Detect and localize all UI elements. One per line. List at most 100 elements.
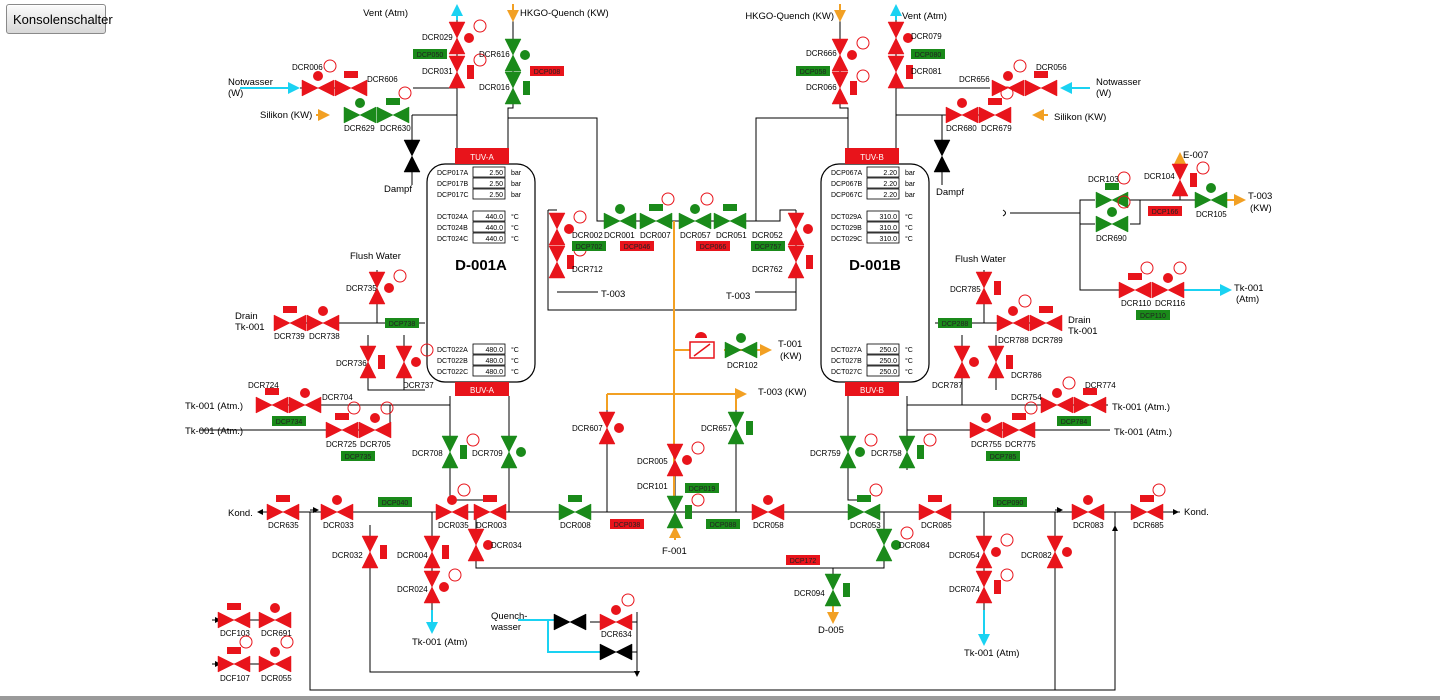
quench-valve-2[interactable] <box>599 643 633 661</box>
valve-dcr629[interactable]: DCR629 <box>343 98 377 133</box>
reading-value-box[interactable] <box>866 188 900 200</box>
valve-dcr004[interactable]: DCR004 <box>397 535 449 569</box>
valve-dcr074[interactable]: DCR074 <box>949 568 1014 604</box>
reading-value-box[interactable] <box>866 232 900 244</box>
valve-dcr736[interactable]: DCR736 <box>336 345 385 379</box>
valve-dcr057[interactable]: DCR057 <box>678 192 714 240</box>
valve-dcr103[interactable]: DCR103 <box>1088 171 1131 209</box>
valve-dcr634[interactable]: DCR634 <box>599 593 635 639</box>
reading-value-box[interactable] <box>472 177 506 189</box>
valve-dcr001[interactable]: DCR001 <box>603 204 637 240</box>
valve-dcr685[interactable]: DCR685 <box>1130 483 1166 530</box>
valve-dcr032[interactable]: DCR032 <box>332 535 387 569</box>
valve-dcr755[interactable]: DCR755 <box>969 413 1003 449</box>
valve-dcr735[interactable]: DCR735 <box>346 269 407 305</box>
reading-value-box[interactable] <box>472 166 506 178</box>
valve-dcr101[interactable]: DCR101 <box>637 482 705 529</box>
valve-dcr081[interactable]: DCR081 <box>887 55 942 89</box>
valve-dcr034[interactable]: DCR034 <box>467 528 522 562</box>
reading-value-box[interactable] <box>866 166 900 178</box>
valve-dcr094[interactable]: DCR094 <box>794 573 850 607</box>
valve-dcr051[interactable]: DCR051 <box>713 204 747 240</box>
valve-dcr052[interactable]: DCR052 <box>752 212 813 246</box>
valve-dcr758[interactable]: DCR758 <box>871 433 937 469</box>
valve-dcr666[interactable]: DCR666 <box>806 36 870 72</box>
valve-dcr789[interactable]: DCR789 <box>1029 306 1063 345</box>
valve-dcr774[interactable]: DCR774 <box>1073 381 1116 414</box>
valve-dcr785[interactable]: DCR785 <box>950 271 1001 305</box>
valve-dcr085[interactable]: DCR085 <box>918 495 952 530</box>
valve-dcr002[interactable]: DCR002 <box>548 210 603 246</box>
valve-dcr759[interactable]: DCR759 <box>810 433 878 469</box>
valve-dcr058[interactable]: DCR058 <box>751 495 785 530</box>
valve-dcr053[interactable]: DCR053 <box>847 483 883 530</box>
valve-dcr006[interactable]: DCR006 <box>292 59 337 97</box>
valve-dcr066[interactable]: DCR066 <box>806 69 870 105</box>
quench-valve-1[interactable] <box>553 613 587 631</box>
console-switch-button[interactable]: Konsolenschalter <box>6 4 113 34</box>
valve-dcr005[interactable]: DCR005 <box>637 441 705 477</box>
valve-dcr775[interactable]: DCR775 <box>1002 401 1038 449</box>
valve-dcr607[interactable]: DCR607 <box>572 411 624 445</box>
dampf-valve-b[interactable] <box>933 139 951 173</box>
valve-dcr630[interactable]: DCR630 <box>376 86 412 133</box>
valve-dcr786[interactable]: DCR786 <box>987 345 1042 380</box>
valve-dcr003[interactable]: DCR003 <box>473 495 507 530</box>
valve-dcr737[interactable]: DCR737 <box>395 343 434 390</box>
valve-dcr102[interactable]: DCR102 <box>724 333 758 370</box>
reading-value-box[interactable] <box>472 365 506 377</box>
reading-value-box[interactable] <box>472 221 506 233</box>
valve-dcr008[interactable]: DCR008 <box>558 495 592 530</box>
valve-dcr656[interactable]: DCR656 <box>959 59 1027 97</box>
valve-dcr035[interactable]: DCR035 <box>435 483 471 530</box>
valve-dcr788[interactable]: DCR788 <box>996 294 1032 345</box>
valve-dcr105[interactable]: DCR105 <box>1194 183 1228 219</box>
valve-dcr055[interactable]: DCR055 <box>258 635 294 683</box>
dampf-valve-a[interactable] <box>403 139 421 173</box>
valve-dcr705[interactable]: DCR705 <box>358 401 394 449</box>
valve-dcr033[interactable]: DCR033 <box>320 495 354 530</box>
valve-dcr704[interactable]: DCR704 <box>288 388 353 414</box>
reading-value-box[interactable] <box>472 354 506 366</box>
reading-value-box[interactable] <box>472 210 506 222</box>
reading-value-box[interactable] <box>866 365 900 377</box>
valve-dcr724[interactable]: DCR724 <box>248 381 289 414</box>
valve-dcf103[interactable]: DCF103 <box>217 603 250 638</box>
valve-dcr110[interactable]: DCR110 <box>1118 261 1154 308</box>
valve-dcr606[interactable]: DCR606 <box>334 71 398 97</box>
valve-dcr616[interactable]: DCR616 <box>479 38 530 72</box>
reading-value-box[interactable] <box>866 210 900 222</box>
valve-dcr709[interactable]: DCR709 <box>472 435 526 469</box>
valve-dcr690[interactable]: DCR690 <box>1095 195 1131 243</box>
valve-dcr762[interactable]: DCR762 <box>752 245 813 279</box>
valve-dcr116[interactable]: DCR116 <box>1151 261 1187 308</box>
valve-dcr082[interactable]: DCR082 <box>1021 535 1072 569</box>
valve-dcr679[interactable]: DCR679 <box>978 86 1014 133</box>
reading-value-box[interactable] <box>472 343 506 355</box>
reading-value-box[interactable] <box>866 177 900 189</box>
valve-dcr708[interactable]: DCR708 <box>412 433 480 469</box>
valve-dcr007[interactable]: DCR007 <box>639 192 675 240</box>
valve-dcr016[interactable]: DCR016 <box>479 71 530 105</box>
valve-dcr657[interactable]: DCR657 <box>701 411 753 445</box>
valve-dcr787[interactable]: DCR787 <box>932 345 979 390</box>
valve-dcr725[interactable]: DCR725 <box>325 401 361 449</box>
valve-dcf107[interactable]: DCF107 <box>217 635 253 683</box>
valve-dcr029[interactable]: DCR029 <box>422 19 487 55</box>
valve-dcr054[interactable]: DCR054 <box>949 533 1014 569</box>
reading-value-box[interactable] <box>472 188 506 200</box>
reading-value-box[interactable] <box>472 232 506 244</box>
valve-dcr738[interactable]: DCR738 <box>306 306 340 341</box>
reading-value-box[interactable] <box>866 354 900 366</box>
valve-dcr031[interactable]: DCR031 <box>422 53 487 89</box>
valve-dcr754[interactable]: DCR754 <box>1011 376 1076 414</box>
valve-dcr635[interactable]: DCR635 <box>266 495 300 530</box>
valve-dcr680[interactable]: DCR680 <box>945 98 979 133</box>
valve-dcr691[interactable]: DCR691 <box>258 603 292 638</box>
valve-dcr056[interactable]: DCR056 <box>1024 63 1067 97</box>
valve-dcr084[interactable]: DCR084 <box>875 526 930 562</box>
reading-value-box[interactable] <box>866 221 900 233</box>
valve-dcr024[interactable]: DCR024 <box>397 568 462 604</box>
valve-dcr083[interactable]: DCR083 <box>1071 495 1105 530</box>
valve-dcr104[interactable]: DCR104 <box>1144 161 1210 197</box>
